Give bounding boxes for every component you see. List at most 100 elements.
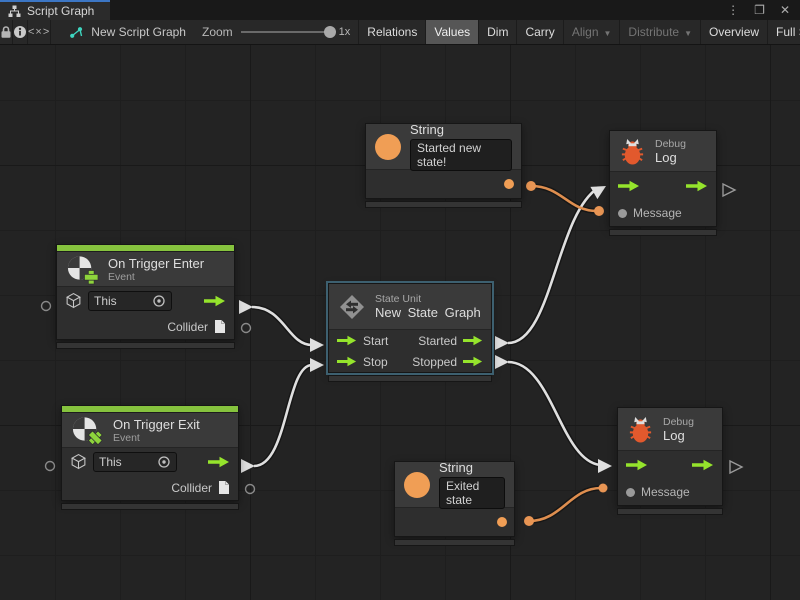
menu-dots-icon[interactable]: ⋮ <box>727 3 740 17</box>
start-port-label: Start <box>363 333 389 348</box>
fullscreen-button[interactable]: Full Screen <box>767 20 800 44</box>
node-debug-log-top[interactable]: Debug Log Message <box>609 130 717 236</box>
object-picker-icon[interactable] <box>152 294 166 308</box>
toolbar-buttons: Relations Values Dim Carry Align ▼ Distr… <box>358 20 800 44</box>
event-exit-icon <box>72 417 103 446</box>
flow-output-port[interactable] <box>692 459 714 471</box>
document-icon[interactable] <box>214 319 226 334</box>
node-category: Debug <box>655 137 686 150</box>
string-value-input[interactable]: Started new state! <box>410 139 512 171</box>
node-title: On Trigger Exit <box>113 416 200 432</box>
wire-arrowhead <box>239 186 612 473</box>
tab-title: Script Graph <box>27 4 95 18</box>
string-output-port[interactable] <box>497 517 507 527</box>
zoom-control: Zoom 1x <box>202 20 350 44</box>
connection-wires <box>40 181 744 526</box>
code-toggle-icon: <×> <box>28 26 51 38</box>
started-port-label: Started <box>418 333 457 348</box>
node-string-top[interactable]: String Started new state! <box>365 122 522 208</box>
values-button[interactable]: Values <box>425 20 479 44</box>
align-button[interactable]: Align ▼ <box>562 20 620 44</box>
flow-output-port[interactable] <box>208 456 230 468</box>
flow-output-port[interactable] <box>463 335 483 346</box>
node-subtitle: Event <box>113 431 140 444</box>
unconnected-flow-port[interactable] <box>722 182 744 475</box>
flow-output-port[interactable] <box>686 180 708 192</box>
node-footer <box>609 229 717 236</box>
node-footer <box>56 342 235 349</box>
string-type-icon <box>404 471 430 498</box>
node-footer <box>394 539 515 546</box>
target-dropdown[interactable]: This <box>88 290 172 311</box>
chevron-down-icon: ▼ <box>603 28 612 38</box>
node-footer <box>617 508 723 515</box>
collider-output-label: Collider <box>171 480 212 495</box>
zoom-value: 1x <box>338 26 351 38</box>
gameobject-cube-icon <box>66 292 81 309</box>
target-dropdown[interactable]: This <box>93 451 177 472</box>
collider-output-label: Collider <box>167 319 208 334</box>
object-picker-icon[interactable] <box>157 455 171 469</box>
message-input-port[interactable] <box>618 208 627 218</box>
event-header-bar <box>57 245 234 252</box>
flow-wire[interactable] <box>251 186 601 468</box>
node-subtitle: Event <box>108 270 135 283</box>
node-string-bottom[interactable]: String Exited state <box>394 460 515 546</box>
info-button[interactable] <box>13 20 28 44</box>
string-value-input[interactable]: Exited state <box>439 477 505 509</box>
stop-port-label: Stop <box>363 354 388 369</box>
maximize-icon[interactable]: ❐ <box>754 3 765 17</box>
node-state-unit[interactable]: State Unit New State Graph Start Started <box>328 283 492 382</box>
flow-input-port[interactable] <box>337 335 357 346</box>
value-wire[interactable] <box>528 184 602 523</box>
gameobject-cube-icon <box>71 453 86 470</box>
flow-output-port[interactable] <box>204 295 226 307</box>
graph-hierarchy-icon <box>8 5 21 17</box>
zoom-slider-handle[interactable] <box>323 26 336 38</box>
graph-toolbar: <×> New Script Graph Zoom 1x Relations V… <box>0 20 800 45</box>
relations-button[interactable]: Relations <box>358 20 425 44</box>
window-controls: ⋮ ❐ ✕ <box>727 0 800 20</box>
string-output-port[interactable] <box>504 179 514 189</box>
node-on-trigger-exit[interactable]: On Trigger Exit Event This <box>61 405 239 510</box>
lock-icon <box>1 26 11 38</box>
message-input-port[interactable] <box>626 487 635 497</box>
overview-button[interactable]: Overview <box>700 20 767 44</box>
bug-icon <box>621 138 644 165</box>
unconnected-port[interactable] <box>40 300 256 495</box>
tab-script-graph[interactable]: Script Graph <box>0 0 111 20</box>
carry-button[interactable]: Carry <box>516 20 562 44</box>
close-icon[interactable]: ✕ <box>779 3 790 17</box>
flow-input-port[interactable] <box>618 180 640 192</box>
flow-input-port[interactable] <box>337 356 357 367</box>
node-debug-log-bottom[interactable]: Debug Log Message <box>617 407 723 515</box>
graph-name-label: New Script Graph <box>91 25 186 39</box>
flow-input-port[interactable] <box>626 459 648 471</box>
script-graph-icon <box>70 26 83 38</box>
distribute-button[interactable]: Distribute ▼ <box>619 20 700 44</box>
dim-button[interactable]: Dim <box>478 20 516 44</box>
node-title: String <box>410 122 444 137</box>
chevron-down-icon: ▼ <box>684 28 693 38</box>
code-toggle-button[interactable]: <×> <box>28 20 52 44</box>
stopped-port-label: Stopped <box>412 354 457 369</box>
node-footer <box>61 503 239 510</box>
value-wire-endpoint <box>524 181 608 526</box>
string-type-icon <box>375 133 401 160</box>
document-icon[interactable] <box>218 480 230 495</box>
node-footer <box>328 375 492 382</box>
node-on-trigger-enter[interactable]: On Trigger Enter Event This <box>56 244 235 349</box>
flow-output-port[interactable] <box>463 356 483 367</box>
state-unit-icon <box>340 294 364 319</box>
info-icon <box>14 26 26 38</box>
zoom-slider[interactable] <box>240 26 336 38</box>
lock-button[interactable] <box>0 20 13 44</box>
node-category: Debug <box>663 415 694 428</box>
graph-name: New Script Graph <box>69 20 186 44</box>
node-title: String <box>439 460 473 475</box>
zoom-label: Zoom <box>201 25 233 39</box>
event-enter-icon <box>67 256 99 285</box>
node-title: Log <box>663 427 685 443</box>
graph-canvas[interactable]: String Started new state! <box>0 45 800 600</box>
